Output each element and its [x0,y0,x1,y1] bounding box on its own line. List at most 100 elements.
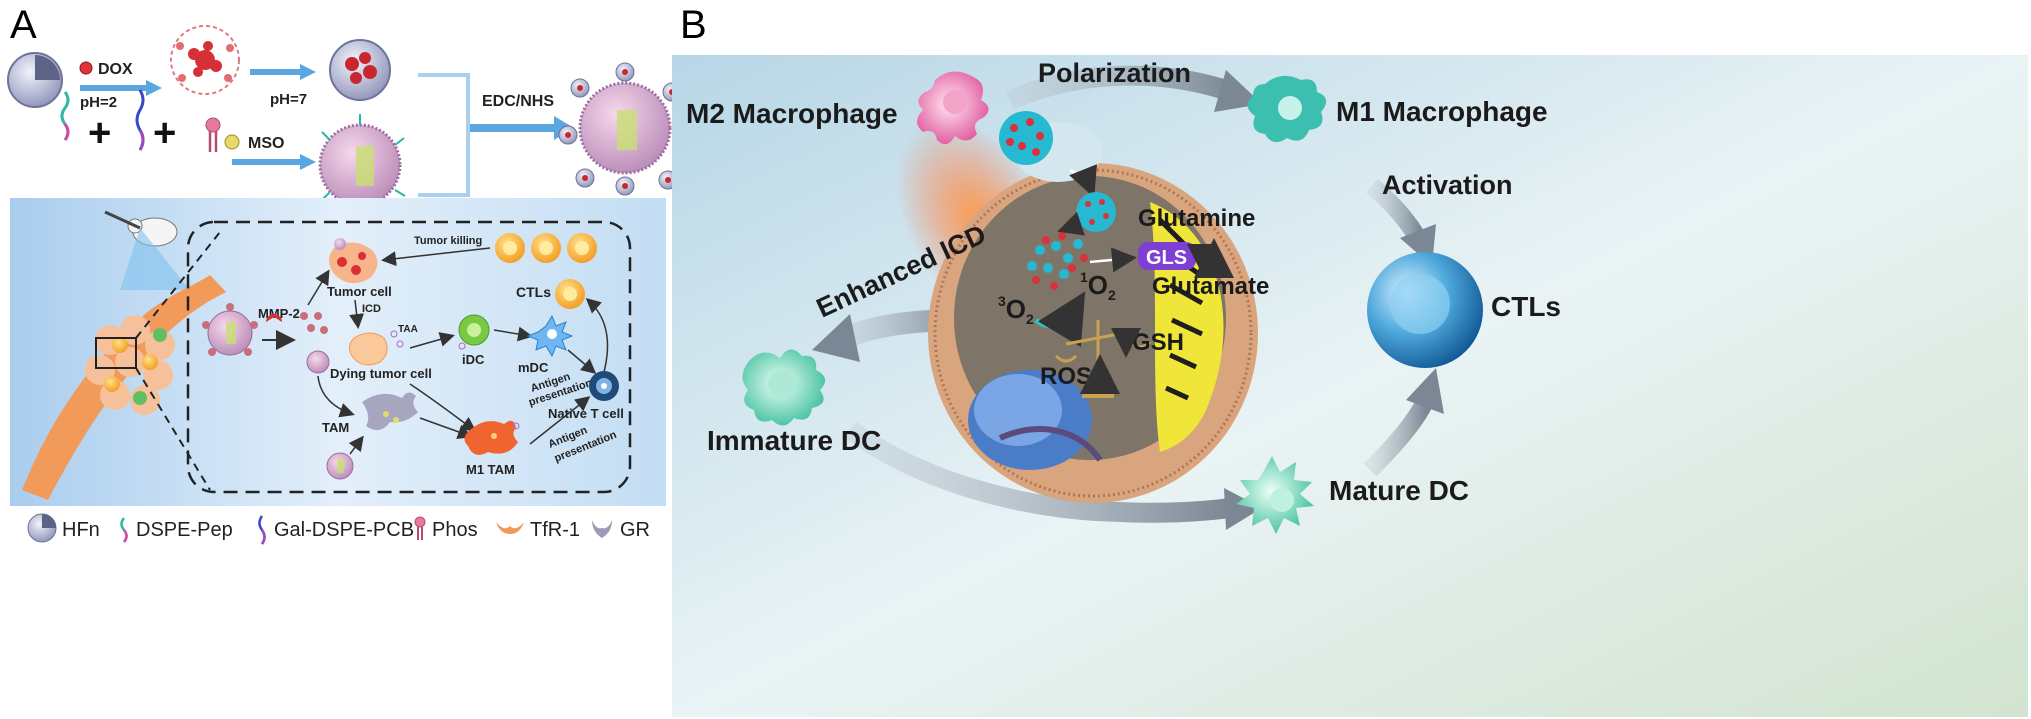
glutamate-label: Glutamate [1152,273,1269,300]
legend-label-hfn: HFn [62,519,100,541]
immature-dc-icon [742,349,826,426]
arrow-idc-to-mdc [493,326,533,342]
ros-label: ROS [1040,363,1092,390]
m1-macrophage-label: M1 Macrophage [1336,96,1548,127]
idc-icon [458,314,490,350]
m1-tam-label: M1 TAM [466,462,515,477]
blood-vessel-icon [22,275,226,500]
legend: HFn DSPE-Pep Gal-DSPE-PCB Phos TfR-1 GR [27,513,650,545]
gr-legend-icon [592,520,612,538]
arrow-ph2-head [146,80,162,96]
ph2-label: pH=2 [80,94,117,111]
panel-a-letter: A [10,3,37,47]
gsh-label: GSH [1132,329,1184,356]
arrow-np-to-tam [317,375,355,418]
dying-tumor-cell-label: Dying tumor cell [330,366,432,381]
arrow-dying-to-m1 [409,383,477,432]
glutamine-label: Glutamine [1138,205,1255,232]
mature-dc-label: Mature DC [1329,475,1469,506]
legend-label-gr: GR [620,519,650,541]
tam-label: TAM [322,420,349,435]
legend-label-dspe-pep: DSPE-Pep [136,519,233,541]
tumor-killing-label: Tumor killing [414,235,482,247]
plus-2: + [153,111,176,155]
nanocluster-disassembling-icon [1027,232,1088,290]
mouse-injection-icon [104,210,190,290]
maturation-arrow-head [1224,488,1262,530]
arrow-tam-to-m1 [419,417,473,439]
dox-label: DOX [98,61,133,78]
nanocluster-large-icon [999,111,1053,165]
ctls-label-b: CTLs [1491,291,1561,322]
tam-icon [362,392,418,431]
tfr1-legend-icon [496,522,524,534]
nanocluster-medium-icon [1076,192,1116,232]
phos-molecule-icon [205,117,221,152]
merge-bracket [418,73,470,197]
dox-molecule-icon [79,61,93,75]
ctls-label-a: CTLs [516,284,551,300]
arrow-m1-to-tcell [529,396,591,445]
o2-conversion-arrow [1034,291,1086,348]
immature-dc-label: Immature DC [707,425,881,456]
arrow-ctl-killing [381,247,491,267]
o2-triplet-label: 3O2 [998,293,1034,327]
mature-to-ctl-arrow-head [1406,368,1444,414]
legend-item-phos: Phos [414,516,478,541]
arrow-tumor-to-dying [349,299,365,329]
arrow-np-to-tumor [307,269,330,306]
mature-dc-icon [1236,456,1314,534]
endocytosis-arrow [1069,164,1098,198]
arrow-ph7-head [300,64,316,80]
legend-item-gal-dspe-pcb: Gal-DSPE-PCB [258,515,414,545]
edc-nhs-label: EDC/NHS [482,93,554,110]
liposome-small-icon [306,350,330,374]
m1-macrophage-icon [1247,75,1327,143]
hfn-cage-icon [7,52,63,108]
legend-label-tfr1: TfR-1 [530,519,580,541]
taa-label: TAA [398,324,418,335]
gls-label: GLS [1146,247,1187,269]
tumor-cell-label: Tumor cell [327,284,392,299]
zoom-line-top [135,231,221,339]
final-nanoparticle-icon [558,62,694,196]
ctl-cell-icon [1367,252,1483,368]
mso-liposome-icon [318,114,406,214]
enhanced-icd-arrow-head [812,314,860,362]
legend-item-dspe-pep: DSPE-Pep [120,517,233,543]
legend-item-hfn: HFn [27,513,100,543]
legend-label-gal-dspe-pcb: Gal-DSPE-PCB [274,519,414,541]
o2-singlet-label: 1O2 [1080,269,1116,303]
tumor-tissue-icon [85,315,175,415]
activation-label: Activation [1382,170,1513,200]
icd-label: ICD [362,303,381,315]
tumor-cell-icon [329,238,378,284]
m2-macrophage-label: M2 Macrophage [686,98,898,129]
arrow-mdc-to-tcell [567,349,597,374]
native-t-cell-icon [589,371,619,401]
arrow-dying-to-idc [409,332,455,349]
synthesis-scheme: DOX pH=2 pH=7 + [7,25,694,214]
mechanism-frame [186,220,632,494]
m1-tam-icon [464,420,520,455]
mso-molecule-icon [224,134,240,150]
maturation-arrow [844,421,1232,523]
panel-b-background [672,55,2028,717]
mdc-icon [526,314,574,358]
release-arrow [1057,211,1085,236]
zoom-line-bottom [135,367,211,491]
polarization-arrow [1006,65,1236,110]
legend-item-tfr1: TfR-1 [496,519,580,541]
phos-legend-icon [414,516,426,528]
legend-item-gr: GR [592,519,650,541]
nanoparticle-small-icon [202,303,258,356]
native-t-cell-label: Native T cell [548,406,624,421]
to-gls-arrow [1089,247,1137,273]
arrow-mso-head [300,154,316,170]
dox-loaded-hfn-icon [329,39,391,101]
mdc-label: mDC [518,360,549,375]
gls-badge: GLS [1138,242,1196,270]
arrow-np-to-tam-2 [348,435,364,455]
disassembled-cage-icon [170,25,240,95]
